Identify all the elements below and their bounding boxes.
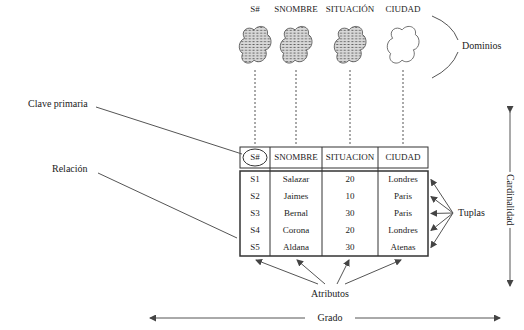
key-label: Clave primaria (28, 98, 88, 110)
cloud-shape (385, 20, 421, 70)
table-cell: 30 (346, 242, 355, 252)
attribute-arrow (345, 260, 401, 284)
tuple-arrows (431, 180, 453, 248)
degree-arrow (355, 318, 500, 319)
tuple-arrow (431, 197, 453, 214)
domain-link (296, 70, 297, 146)
domain-name: CIUDAD (384, 4, 423, 14)
domain-bracket (432, 16, 458, 78)
table-cell: 30 (346, 208, 355, 218)
column-line (378, 147, 379, 256)
leader-line (96, 107, 242, 154)
column-lines (270, 147, 378, 256)
attribute-arrows (256, 260, 401, 284)
cloud-shape (237, 20, 273, 70)
relation-label: Relación (52, 163, 88, 175)
table-cell: S5 (250, 242, 260, 252)
table-cell: 20 (346, 174, 355, 184)
table-cell: Aldana (283, 242, 309, 252)
domain-label: Dominios (462, 40, 501, 52)
domain-cloud: CIUDAD (384, 4, 423, 70)
domain-name: S# (236, 4, 274, 14)
table-cell: 10 (346, 191, 355, 201)
tuple-arrow (431, 213, 453, 215)
table-cell: Londres (388, 174, 418, 184)
column-header: SNOMBRE (274, 152, 318, 162)
domain-cloud: SNOMBRE (272, 4, 320, 70)
column-header: CIUDAD (386, 152, 421, 162)
domain-link (403, 70, 404, 146)
cloud-outline (280, 26, 312, 63)
cloud-outline (239, 26, 271, 63)
tuple-arrow (431, 180, 453, 214)
table-cell: Corona (283, 225, 310, 235)
domain-links (255, 70, 403, 146)
table-cell: Paris (394, 191, 412, 201)
attribute-arrow (256, 260, 318, 284)
tuple-arrow (431, 213, 453, 231)
domain-name: SITUACIÓN (324, 4, 377, 14)
table-cell: 20 (346, 225, 355, 235)
tuple-arrow (431, 213, 453, 248)
degree-label: Grado (318, 312, 343, 324)
table-cell: S4 (250, 225, 260, 235)
domain-cloud: S# (236, 4, 274, 70)
table-cell: Jaimes (284, 191, 309, 201)
domain-link (350, 70, 351, 146)
table-cell: Salazar (283, 174, 309, 184)
domain-cloud: SITUACIÓN (324, 4, 377, 70)
leader-line (98, 173, 237, 238)
table-cell: Bernal (284, 208, 308, 218)
attributes-label: Atributos (311, 288, 349, 300)
table-cell: Atenas (391, 242, 416, 252)
column-line (322, 147, 323, 256)
table-header (240, 147, 428, 168)
domain-name: SNOMBRE (272, 4, 320, 14)
table-cell: S1 (250, 174, 260, 184)
degree-arrow (150, 318, 305, 319)
cloud-shape (278, 20, 314, 70)
attribute-arrow (297, 260, 325, 284)
tuples-label: Tuplas (458, 207, 485, 219)
domain-link (255, 70, 256, 146)
table-cell: Londres (388, 225, 418, 235)
cloud-outline (334, 26, 366, 63)
column-header: S# (250, 152, 260, 162)
table-cell: Paris (394, 208, 412, 218)
column-header: SITUACION (326, 152, 375, 162)
key-circle (243, 149, 267, 166)
cloud-outline (387, 26, 419, 63)
column-line (270, 147, 271, 256)
cloud-shape (332, 20, 368, 70)
attribute-arrow (337, 260, 349, 284)
table-body (240, 171, 428, 256)
cardinality-label: Cardinalidad (504, 172, 516, 228)
table-cell: S2 (250, 191, 260, 201)
table-cell: S3 (250, 208, 260, 218)
